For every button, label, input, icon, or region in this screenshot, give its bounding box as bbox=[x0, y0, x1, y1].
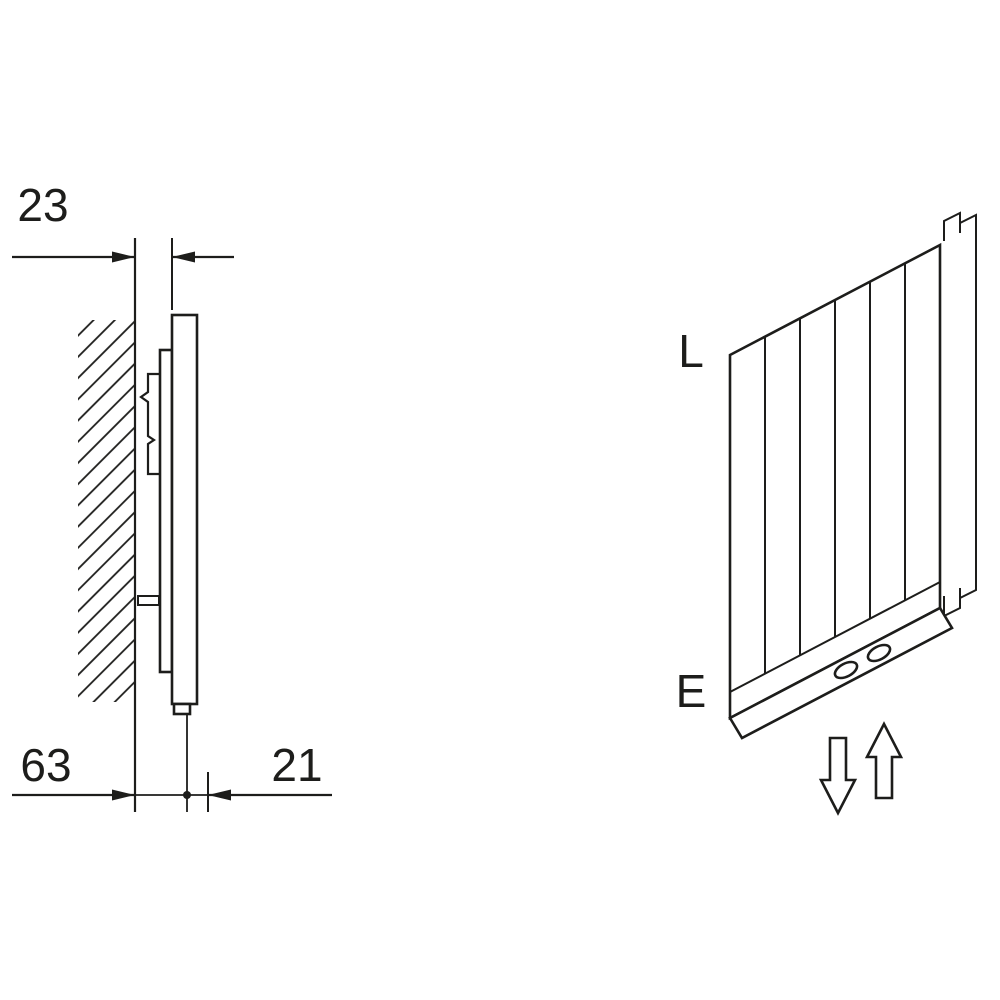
perspective-view: L E bbox=[676, 211, 977, 816]
side-view: 23 63 21 bbox=[12, 179, 332, 812]
wall-bracket bbox=[139, 372, 160, 476]
dim-pipe-to-front-label: 21 bbox=[271, 739, 322, 791]
flow-down-arrow bbox=[818, 736, 858, 816]
radiator-slat-lines bbox=[764, 263, 906, 674]
radiator-bottom-edge-line bbox=[729, 581, 941, 693]
mounting-rail-edge bbox=[959, 213, 977, 599]
pipe-center-dot bbox=[183, 791, 191, 799]
label-top: L bbox=[678, 325, 704, 377]
dim-depth-arrow-right bbox=[172, 251, 195, 263]
bracket-screw bbox=[137, 595, 160, 606]
label-bottom: E bbox=[676, 665, 707, 717]
dim-depth-arrow-left bbox=[112, 251, 135, 263]
mounting-rail-top-tab bbox=[943, 211, 961, 241]
dim-bottom-arrow-left bbox=[112, 789, 135, 801]
radiator-trim-profile bbox=[170, 313, 199, 706]
connection-port-right bbox=[866, 643, 892, 663]
dim-bottom-arrow-right bbox=[208, 789, 231, 801]
connection-port-left bbox=[833, 660, 859, 680]
mounting-rail-bottom-tab bbox=[943, 588, 961, 618]
flow-up-arrow bbox=[864, 721, 904, 800]
wall-hatching bbox=[78, 320, 135, 702]
dim-depth-label: 23 bbox=[17, 179, 68, 231]
radiator-foot bbox=[172, 702, 192, 716]
dim-wall-to-pipe-label: 63 bbox=[20, 739, 71, 791]
radiator-panel-profile bbox=[158, 348, 174, 674]
